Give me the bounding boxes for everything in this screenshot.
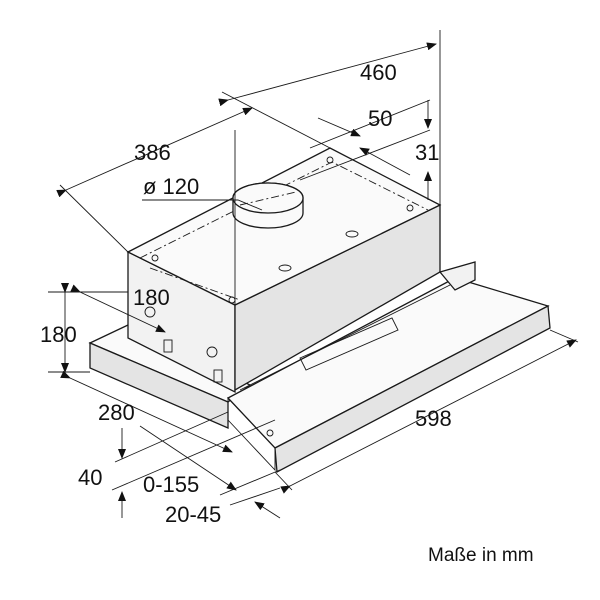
- dim-duct-side-offset: 31: [415, 140, 439, 165]
- units-caption: Maße in mm: [428, 545, 534, 566]
- dim-body-height-side: 180: [40, 322, 77, 347]
- dim-front-panel-range: 20-45: [165, 502, 221, 527]
- dimension-lines: [48, 30, 579, 519]
- dim-duct-diameter: ø 120: [143, 174, 199, 199]
- dim-extension-range: 0-155: [143, 472, 199, 497]
- dim-body-height-top: 180: [133, 285, 170, 310]
- dim-depth: 386: [134, 140, 171, 165]
- dim-base-depth: 280: [98, 400, 135, 425]
- dim-duct-offset: 50: [368, 106, 392, 131]
- dim-front-height: 40: [78, 465, 102, 490]
- exhaust-duct: [232, 182, 304, 229]
- dim-front-width: 598: [415, 406, 452, 431]
- dim-width-total: 460: [360, 60, 397, 85]
